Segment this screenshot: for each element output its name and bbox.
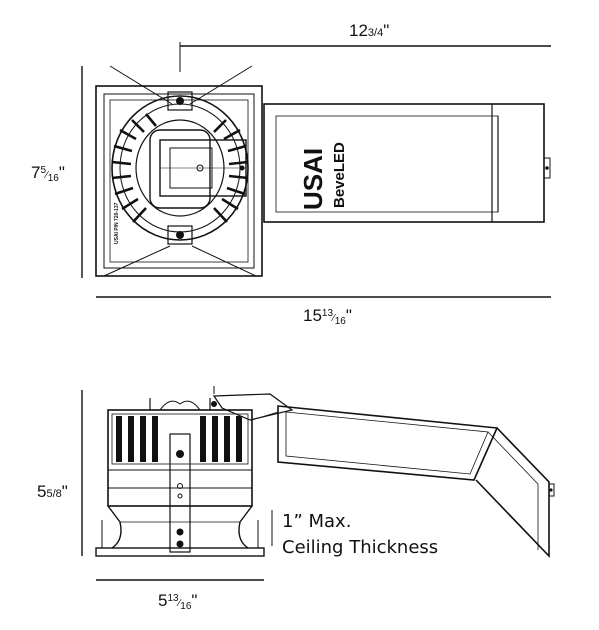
side-center-bracket bbox=[169, 433, 191, 553]
driver-box-top bbox=[263, 103, 551, 223]
part-number-label: USAI P/N 720-137 bbox=[114, 202, 120, 244]
brand-logo-beveled: BeveLED bbox=[331, 142, 348, 208]
width-dimension-label: 123/4" bbox=[349, 21, 389, 40]
height-dimension-label: 75⁄16" bbox=[31, 163, 65, 184]
top-screw-clip bbox=[167, 91, 193, 111]
width-dimension-line bbox=[179, 42, 551, 72]
bottom-screw-clip bbox=[167, 225, 193, 245]
ceiling-note-line1: 1” Max. bbox=[282, 511, 351, 532]
ceiling-note-line2: Ceiling Thickness bbox=[282, 537, 438, 558]
brand-logo-usai: USAI bbox=[298, 148, 328, 210]
side-connecting-arm bbox=[212, 393, 294, 421]
side-view: 55/8" 513⁄16" bbox=[37, 386, 555, 612]
side-width-dimension-label: 513⁄16" bbox=[158, 591, 197, 612]
side-trim-flange bbox=[95, 505, 265, 557]
trim-square bbox=[95, 85, 263, 277]
side-heat-sink bbox=[107, 409, 253, 507]
overall-dimension-label: 1513⁄16" bbox=[303, 306, 352, 327]
side-fins bbox=[116, 416, 242, 462]
top-view: 123/4" 75⁄16" 1513⁄16" bbox=[31, 21, 551, 327]
heat-sink-fins bbox=[111, 113, 249, 223]
driver-box-side bbox=[277, 405, 555, 558]
center-bracket bbox=[159, 139, 247, 197]
side-top-hardware bbox=[149, 386, 217, 411]
side-height-dimension-label: 55/8" bbox=[37, 482, 68, 501]
